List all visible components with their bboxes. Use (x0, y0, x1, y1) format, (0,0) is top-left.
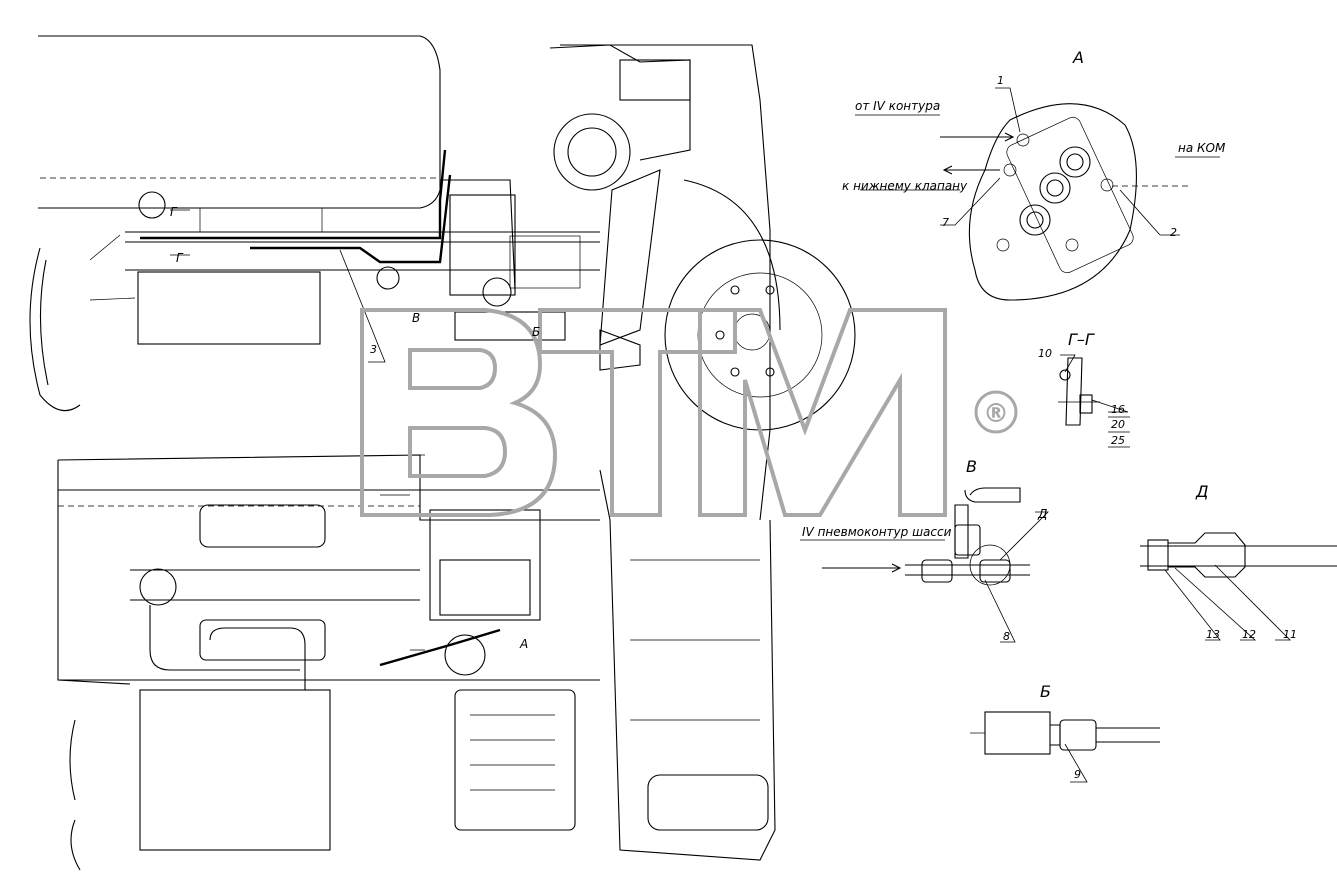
callout-13: 13 (1206, 628, 1220, 641)
marker-a-main: А (519, 637, 528, 651)
view-d-title: Д (1195, 482, 1209, 501)
marker-b-main: Б (532, 325, 540, 339)
watermark-registered-mark: ® (983, 399, 1009, 429)
callout-16: 16 (1111, 403, 1125, 416)
callout-2: 2 (1170, 226, 1177, 239)
callout-25: 25 (1111, 434, 1125, 447)
marker-g2-main: Г (176, 251, 184, 265)
view-v-detail (822, 487, 1030, 586)
callout-8: 8 (1003, 630, 1010, 643)
view-v-title: В (966, 457, 977, 476)
leader-lines (339, 87, 1291, 783)
callout-12: 12 (1242, 628, 1256, 641)
callout-20: 20 (1111, 418, 1125, 431)
annotation-chassis-circuit: IV пневмоконтур шасси (802, 525, 952, 539)
marker-g1-main: Г (170, 205, 178, 219)
marker-d-main: Д (1037, 507, 1047, 521)
view-a-detail (940, 103, 1190, 301)
annotation-from-circuit: от IV контура (855, 99, 940, 113)
view-b-detail (970, 711, 1160, 755)
callout-3: 3 (370, 343, 377, 356)
callout-1: 1 (997, 74, 1004, 87)
upper-chassis-view (29, 35, 856, 521)
view-a-title: А (1072, 48, 1084, 67)
callout-7: 7 (942, 216, 949, 229)
callout-10: 10 (1038, 347, 1052, 360)
section-g-detail (1058, 357, 1100, 426)
annotation-to-kom: на КОМ (1178, 141, 1226, 155)
callout-9: 9 (1074, 768, 1081, 781)
marker-v-main: В (412, 311, 420, 325)
view-b-title: Б (1040, 682, 1051, 701)
view-d-detail (1140, 532, 1337, 578)
callout-11: 11 (1283, 628, 1297, 641)
lower-chassis-plan-view (57, 454, 776, 871)
view-g-title: Г–Г (1068, 330, 1095, 349)
btm-watermark: ® (360, 308, 1018, 517)
annotation-to-lower-valve: к нижнему клапану (842, 179, 968, 193)
